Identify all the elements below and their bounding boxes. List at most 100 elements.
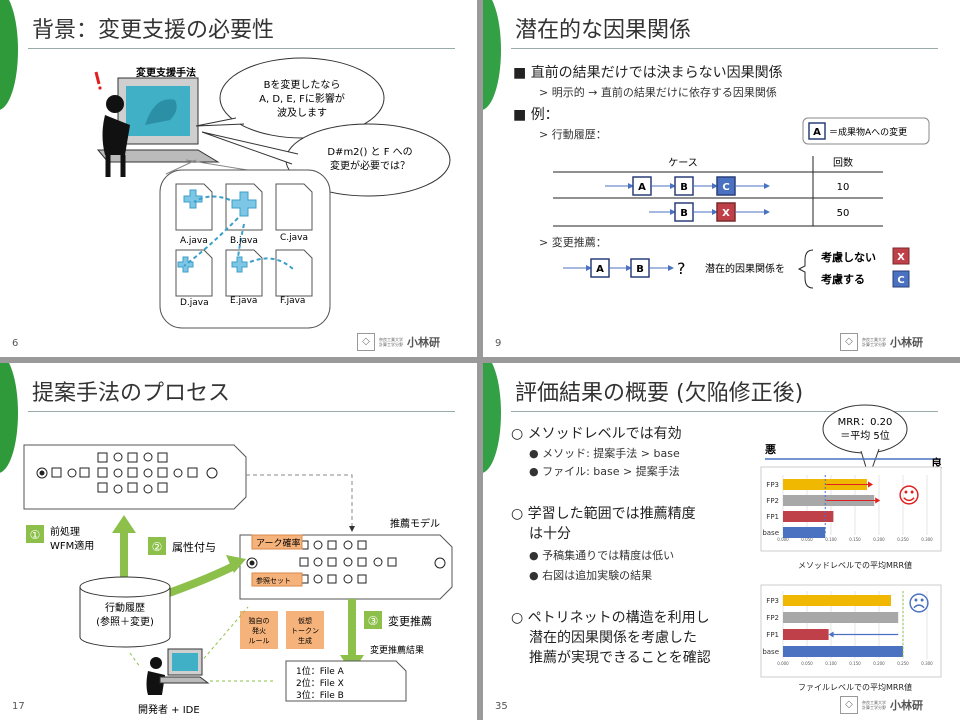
rec-node-2: B xyxy=(636,264,644,275)
tick-label: 0.200 xyxy=(873,537,885,542)
file-F-icon xyxy=(275,249,313,297)
title-underline xyxy=(28,411,455,412)
result-1: 1位：File A xyxy=(296,665,345,677)
bullet-2-line1: ○ 学習した範囲では推薦精度 xyxy=(511,506,696,522)
legend-text: ＝成果物Aへの変更 xyxy=(829,126,907,138)
tick-label: 0.200 xyxy=(873,661,885,666)
result-label: 変更推薦結果 xyxy=(370,644,424,656)
slide-35: 評価結果の概要 (欠陥修正後) ○ メソッドレベルでは有効 ● メソッド: 提案… xyxy=(483,363,960,720)
slide9-diagram: A ＝成果物Aへの変更 ケース 回数 A B C 10 B X 50 A xyxy=(553,117,930,289)
option-1-box: X xyxy=(897,252,905,263)
step2-num: ② xyxy=(152,540,163,554)
page-number: 17 xyxy=(12,701,25,712)
option-2-box: C xyxy=(897,275,904,286)
slide-title: 評価結果の概要 (欠陥修正後) xyxy=(515,381,804,406)
rule2-line2: トークン xyxy=(291,627,319,635)
tick-label: 0.300 xyxy=(921,661,933,666)
bar-FP1 xyxy=(783,629,829,640)
category-label: FP1 xyxy=(766,631,779,639)
slide-9: 潜在的な因果関係 ■ 直前の結果だけでは決まらない因果関係 > 明示的 → 直前… xyxy=(483,0,960,357)
step1-num: ① xyxy=(30,528,41,542)
x-axis-label: メソッドレベルでの平均MRR値 xyxy=(798,560,912,570)
developer-at-computer-icon xyxy=(94,71,220,177)
sad-face-icon: ☹ xyxy=(908,592,931,617)
callout-line2: ＝平均 5位 xyxy=(840,429,890,442)
col-count: 回数 xyxy=(833,156,853,169)
lab-logo: ◇ 奈良工業大学計算工学分野 小林研 xyxy=(840,696,940,714)
ref-set-label: 参照セット xyxy=(256,576,291,585)
result-2: 2位：File X xyxy=(296,677,344,689)
bubble1-line1: Bを変更したなら xyxy=(264,78,341,91)
slide-title: 背景：変更支援の必要性 xyxy=(32,18,275,43)
tick-label: 0.100 xyxy=(825,537,837,542)
slide6-diagram: 変更支援手法 Bを変更したなら A, D, E, Fに影響が 波及します D#m… xyxy=(94,57,451,329)
bullet-1-sub-2: ● ファイル: base > 提案手法 xyxy=(529,465,680,478)
smile-face-icon: ☺ xyxy=(898,484,921,509)
recommendation-label: > 変更推薦： xyxy=(539,236,607,249)
arrow-head xyxy=(875,497,881,504)
lab-logo: ◇ 奈良工業大学計算工学分野 小林研 xyxy=(357,333,457,351)
file-B-label: B.java xyxy=(230,236,258,246)
option-2: 考慮する xyxy=(821,272,865,286)
category-label: FP2 xyxy=(766,497,779,505)
arc-prob-label: アーク確率 xyxy=(256,537,300,549)
file-E-icon xyxy=(225,249,263,297)
category-label: base xyxy=(762,529,779,537)
category-label: FP3 xyxy=(766,597,779,605)
bubble2-line2: 変更が必要では？ xyxy=(330,159,410,172)
bullet-1: ■ 直前の結果だけでは決まらない因果関係 xyxy=(513,65,783,81)
tick-label: 0.000 xyxy=(777,661,789,666)
bullet-3-line3: 推薦が実現できることを確認 xyxy=(529,650,711,666)
bubble1-line3: 波及します xyxy=(277,106,327,119)
title-underline xyxy=(511,48,938,49)
tick-label: 0.000 xyxy=(777,537,789,542)
row1-node-3: C xyxy=(722,182,729,193)
slide-6: 背景：変更支援の必要性 変更支援手法 Bを変更したなら A, D, E, Fに影… xyxy=(0,0,477,357)
lab-logo: ◇ 奈良工業大学計算工学分野 小林研 xyxy=(840,333,940,351)
file-A-label: A.java xyxy=(180,236,208,246)
bullet-1-sub: > 明示的 → 直前の結果だけに依存する因果関係 xyxy=(539,86,777,99)
rule1-line1: 独自の xyxy=(249,616,270,625)
slide-17: 提案手法のプロセス xyxy=(0,363,477,720)
category-label: FP1 xyxy=(766,513,779,521)
db-line2: (参照＋変更) xyxy=(96,615,154,628)
step3-label: 変更推薦 xyxy=(388,614,432,628)
lab-emblem-icon: ◇ xyxy=(840,696,858,714)
callout-line1: MRR：0.20 xyxy=(838,417,893,428)
bar-FP1 xyxy=(783,511,834,522)
lab-emblem-icon: ◇ xyxy=(357,333,375,351)
bullet-2-line2: は十分 xyxy=(529,526,571,542)
rec-node-1: A xyxy=(596,264,604,275)
green-leaf-decoration xyxy=(483,0,501,110)
page-number: 6 xyxy=(12,338,19,349)
file-D-icon xyxy=(175,249,213,297)
rec-question: ? xyxy=(677,259,686,278)
bullet-3-line1: ○ ペトリネットの構造を利用し xyxy=(511,610,710,626)
model-label: 推薦モデル xyxy=(390,517,440,530)
file-E-label: E.java xyxy=(230,296,257,306)
green-leaf-decoration xyxy=(0,0,18,110)
rec-mid-text: 潜在的因果関係を xyxy=(705,262,785,275)
rule2-line1: 仮想 xyxy=(298,616,312,625)
row1-node-1: A xyxy=(638,182,646,193)
tick-label: 0.050 xyxy=(801,661,813,666)
bar-base xyxy=(783,646,903,657)
history-label: > 行動履歴： xyxy=(539,128,607,141)
bullet-1: ○ メソッドレベルでは有効 xyxy=(511,426,682,442)
developer-ide-icon xyxy=(146,648,210,695)
page-number: 35 xyxy=(495,701,508,712)
tick-label: 0.050 xyxy=(801,537,813,542)
step1-line2: WFM適用 xyxy=(50,539,94,552)
workflow-net-top xyxy=(36,452,218,494)
green-leaf-decoration xyxy=(0,363,18,473)
dev-label: 開発者 + IDE xyxy=(138,703,200,716)
bullet-1-sub-1: ● メソッド: 提案手法 > base xyxy=(529,447,680,460)
tick-label: 0.250 xyxy=(897,661,909,666)
row1-count: 10 xyxy=(837,182,850,193)
row2-count: 50 xyxy=(837,208,850,219)
category-label: base xyxy=(762,648,779,656)
legend-box-label: A xyxy=(813,127,821,138)
bullet-2-sub-2: ● 右図は追加実験の結果 xyxy=(529,569,653,582)
slide17-diagram: アーク確率 参照セット 推薦モデル ① 前処理 WFM適用 ② 属性付与 ③ 変… xyxy=(23,444,453,716)
